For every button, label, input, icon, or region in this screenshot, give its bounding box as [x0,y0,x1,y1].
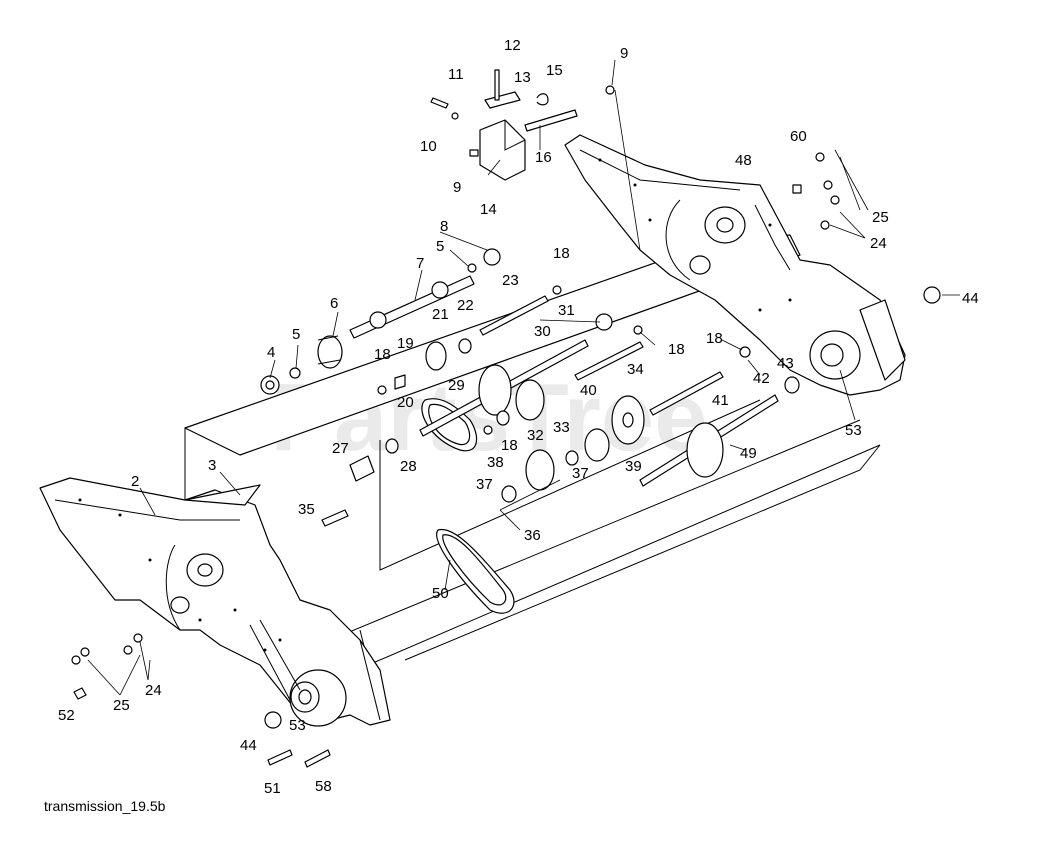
callout-44a: 44 [962,290,979,307]
callout-43: 43 [777,355,794,372]
callout-38: 38 [487,454,504,471]
callout-28: 28 [400,458,417,475]
callout-25a: 25 [872,209,889,226]
callout-39: 39 [625,458,642,475]
callout-53b: 53 [289,717,306,734]
callout-27: 27 [332,440,349,457]
housing-frame [184,234,881,691]
callout-34: 34 [627,361,644,378]
callout-14: 14 [480,201,497,218]
callout-18d: 18 [668,341,685,358]
callout-35: 35 [298,501,315,518]
callout-5b: 5 [436,238,444,255]
callout-37a: 37 [476,476,493,493]
callout-23: 23 [502,272,519,289]
callout-16: 16 [535,149,552,166]
callout-51: 51 [264,780,281,797]
callout-21: 21 [432,306,449,323]
callout-44b: 44 [240,737,257,754]
right-housing-half [564,134,906,396]
callout-22: 22 [457,297,474,314]
leader-lines [87,59,960,696]
callout-40: 40 [580,382,597,399]
callout-18c: 18 [501,437,518,454]
callout-8: 8 [440,218,448,235]
shift-bracket-assembly [430,69,615,181]
callout-37b: 37 [572,465,589,482]
callout-25b: 25 [113,697,130,714]
callout-3: 3 [208,457,216,474]
callout-49: 49 [740,445,757,462]
diagram-caption: transmission_19.5b [44,798,166,814]
callout-19: 19 [397,335,414,352]
callout-58: 58 [315,778,332,795]
shaft-and-gear-parts [71,152,941,768]
callout-7: 7 [416,255,424,272]
callout-18a: 18 [553,245,570,262]
callout-29: 29 [448,377,465,394]
callout-36: 36 [524,527,541,544]
callout-labels: 2 3 4 5 5 6 7 8 9 9 10 11 12 13 14 15 16… [58,37,979,797]
callout-30: 30 [534,323,551,340]
callout-52: 52 [58,707,75,724]
callout-18b: 18 [374,346,391,363]
callout-15: 15 [546,62,563,79]
callout-33: 33 [553,419,570,436]
callout-53a: 53 [845,422,862,439]
callout-24a: 24 [870,235,887,252]
callout-6: 6 [330,295,338,312]
callout-9b: 9 [453,179,461,196]
callout-41: 41 [712,392,729,409]
callout-18e: 18 [706,330,723,347]
callout-4: 4 [267,344,275,361]
callout-9: 9 [620,45,628,62]
callout-48: 48 [735,152,752,169]
callout-5: 5 [292,326,300,343]
callout-60: 60 [790,128,807,145]
callout-24b: 24 [145,682,162,699]
callout-20: 20 [397,394,414,411]
left-housing-half [39,477,391,727]
callout-13: 13 [514,69,531,86]
callout-12: 12 [504,37,521,54]
callout-31: 31 [558,302,575,319]
callout-42: 42 [753,370,770,387]
callout-32: 32 [527,427,544,444]
callout-11: 11 [448,66,464,83]
callout-10: 10 [420,138,437,155]
callout-50: 50 [432,585,449,602]
callout-2: 2 [131,473,139,490]
